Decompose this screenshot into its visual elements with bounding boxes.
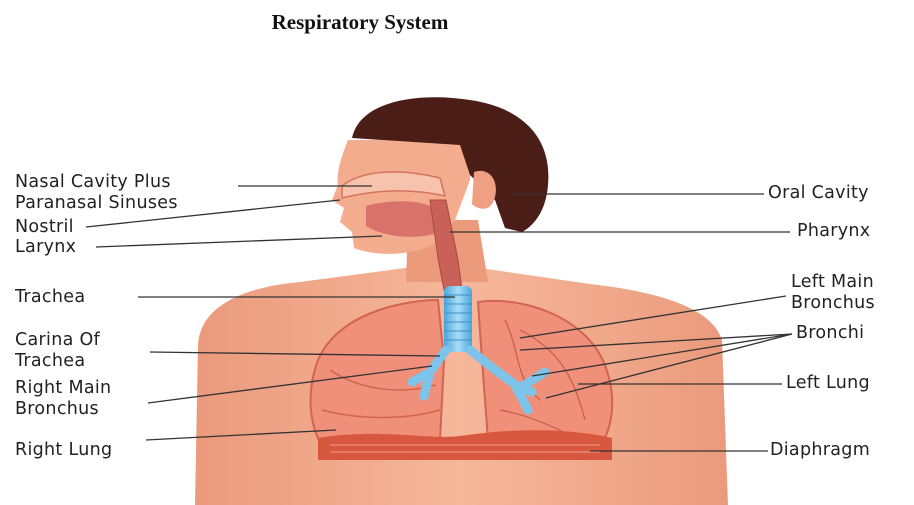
trachea-shape [444,286,472,352]
label-pharynx: Pharynx [797,221,870,242]
label-diaphragm: Diaphragm [770,440,870,461]
label-trachea: Trachea [15,287,85,308]
label-left-lung: Left Lung [786,373,870,394]
label-right-main-bronchus: Right Main Bronchus [15,378,111,420]
label-nostril: Nostril [15,217,74,238]
label-larynx: Larynx [15,237,76,258]
label-oral-cavity: Oral Cavity [768,183,869,204]
label-nasal-cavity: Nasal Cavity Plus Paranasal Sinuses [15,172,178,214]
label-bronchi: Bronchi [796,323,864,344]
label-carina-of-trachea: Carina Of Trachea [15,330,100,372]
label-right-lung: Right Lung [15,440,112,461]
label-left-main-bronchus: Left Main Bronchus [791,272,875,314]
